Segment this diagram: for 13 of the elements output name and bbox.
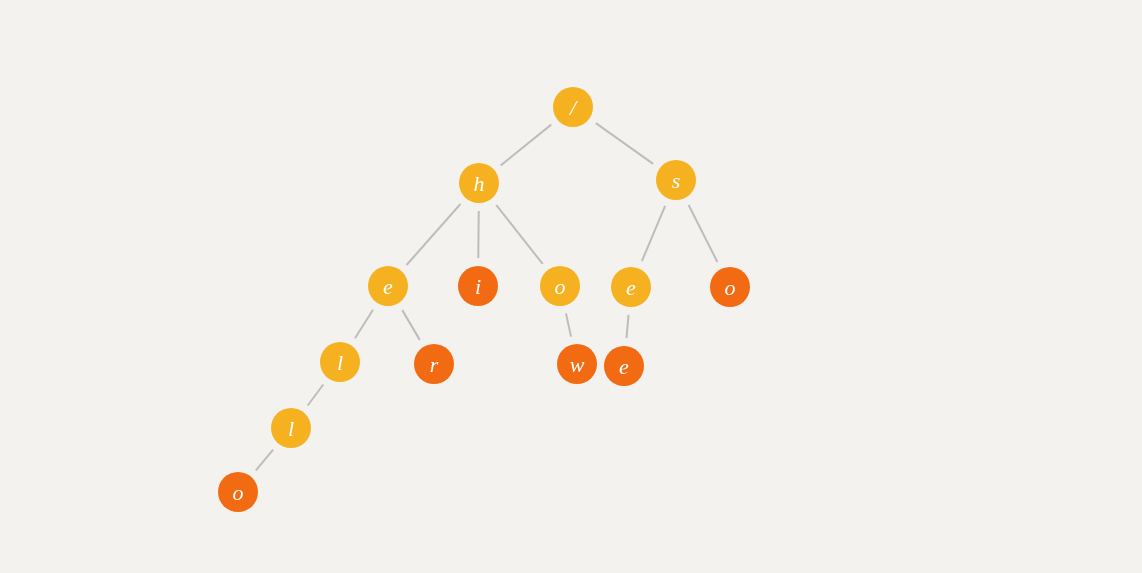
tree-edge bbox=[499, 123, 553, 167]
tree-edge bbox=[625, 313, 630, 340]
tree-edge bbox=[594, 122, 655, 165]
tree-edge bbox=[405, 203, 462, 266]
tree-edge bbox=[687, 204, 719, 263]
tree-edge bbox=[640, 204, 667, 263]
tree-edge bbox=[254, 448, 275, 472]
tree-edge bbox=[353, 308, 375, 340]
tree-edge bbox=[477, 210, 480, 259]
tree-edge bbox=[495, 204, 544, 265]
tree-edge bbox=[306, 383, 325, 407]
tree-edge bbox=[401, 309, 421, 341]
tree-edge bbox=[564, 312, 573, 338]
